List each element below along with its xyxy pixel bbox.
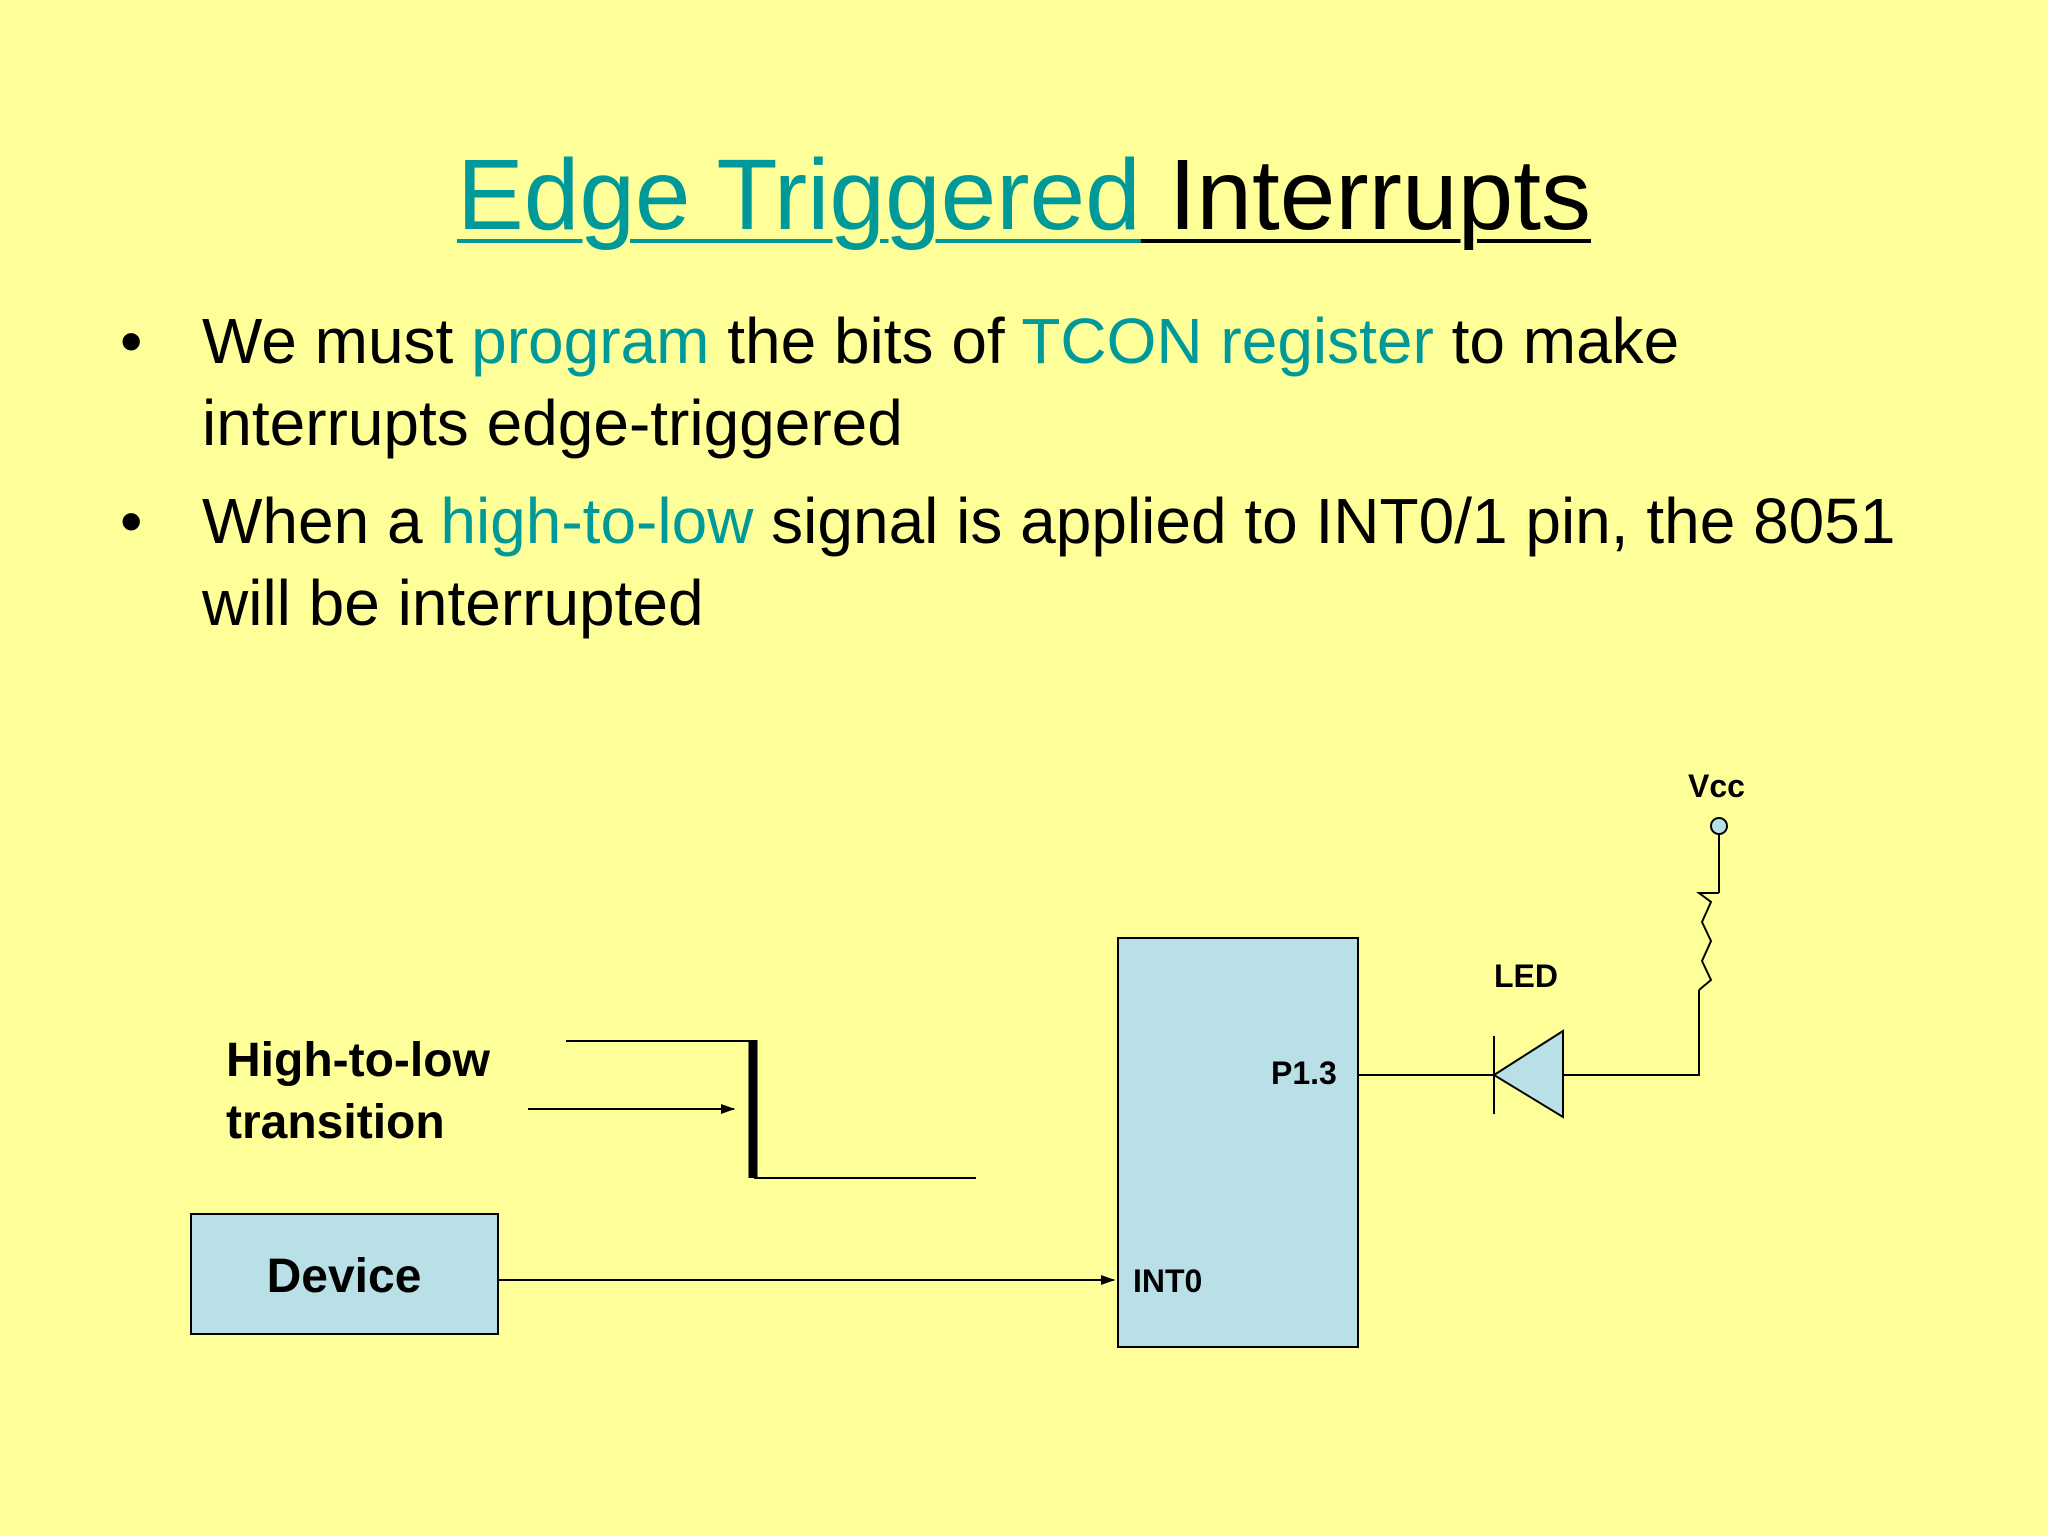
led-triangle [1492, 1029, 1564, 1119]
bullet-item: • We must program the bits of TCON regist… [120, 300, 1940, 464]
high-to-low-waveform [566, 1040, 976, 1179]
vcc-terminal [1710, 817, 1728, 835]
transition-label-line2: transition [226, 1096, 445, 1149]
resistor-symbol [1696, 892, 1719, 991]
text-segment: We must [202, 305, 472, 377]
text-segment: signal is applied to INT0/1 pin, the 805… [202, 485, 1896, 639]
led-to-resistor-wire [1563, 990, 1700, 1076]
led-diode-symbol [1492, 1029, 1564, 1119]
p13-pin-label: P1.3 [1271, 1055, 1337, 1091]
title-edge-triggered: Edge Triggered [457, 139, 1141, 251]
led-label: LED [1494, 958, 1558, 994]
microcontroller-box [1117, 937, 1359, 1348]
bullet-item: • When a high-to-low signal is applied to… [120, 480, 1940, 644]
text-segment: to make interrupts edge-triggered [202, 305, 1680, 459]
slide-title: Edge Triggered Interrupts [0, 135, 2048, 255]
bullet-dot: • [120, 485, 143, 557]
highlight-program: program [471, 305, 710, 377]
highlight-high-to-low: high-to-low [440, 485, 754, 557]
text-segment: the bits of [709, 305, 1022, 377]
device-box [190, 1213, 499, 1335]
text-segment: When a [202, 485, 441, 557]
vcc-label: Vcc [1688, 768, 1745, 804]
title-interrupts: Interrupts [1140, 139, 1591, 251]
bullet-dot: • [120, 305, 143, 377]
bullet-text: We must program the bits of TCON registe… [202, 305, 1679, 459]
device-label: Device [267, 1250, 422, 1303]
bullet-list: • We must program the bits of TCON regist… [120, 300, 1940, 660]
bullet-text: When a high-to-low signal is applied to … [202, 485, 1895, 639]
int0-pin-label: INT0 [1133, 1263, 1202, 1299]
transition-label-line1: High-to-low [226, 1034, 491, 1087]
highlight-tcon-register: TCON register [1021, 305, 1434, 377]
